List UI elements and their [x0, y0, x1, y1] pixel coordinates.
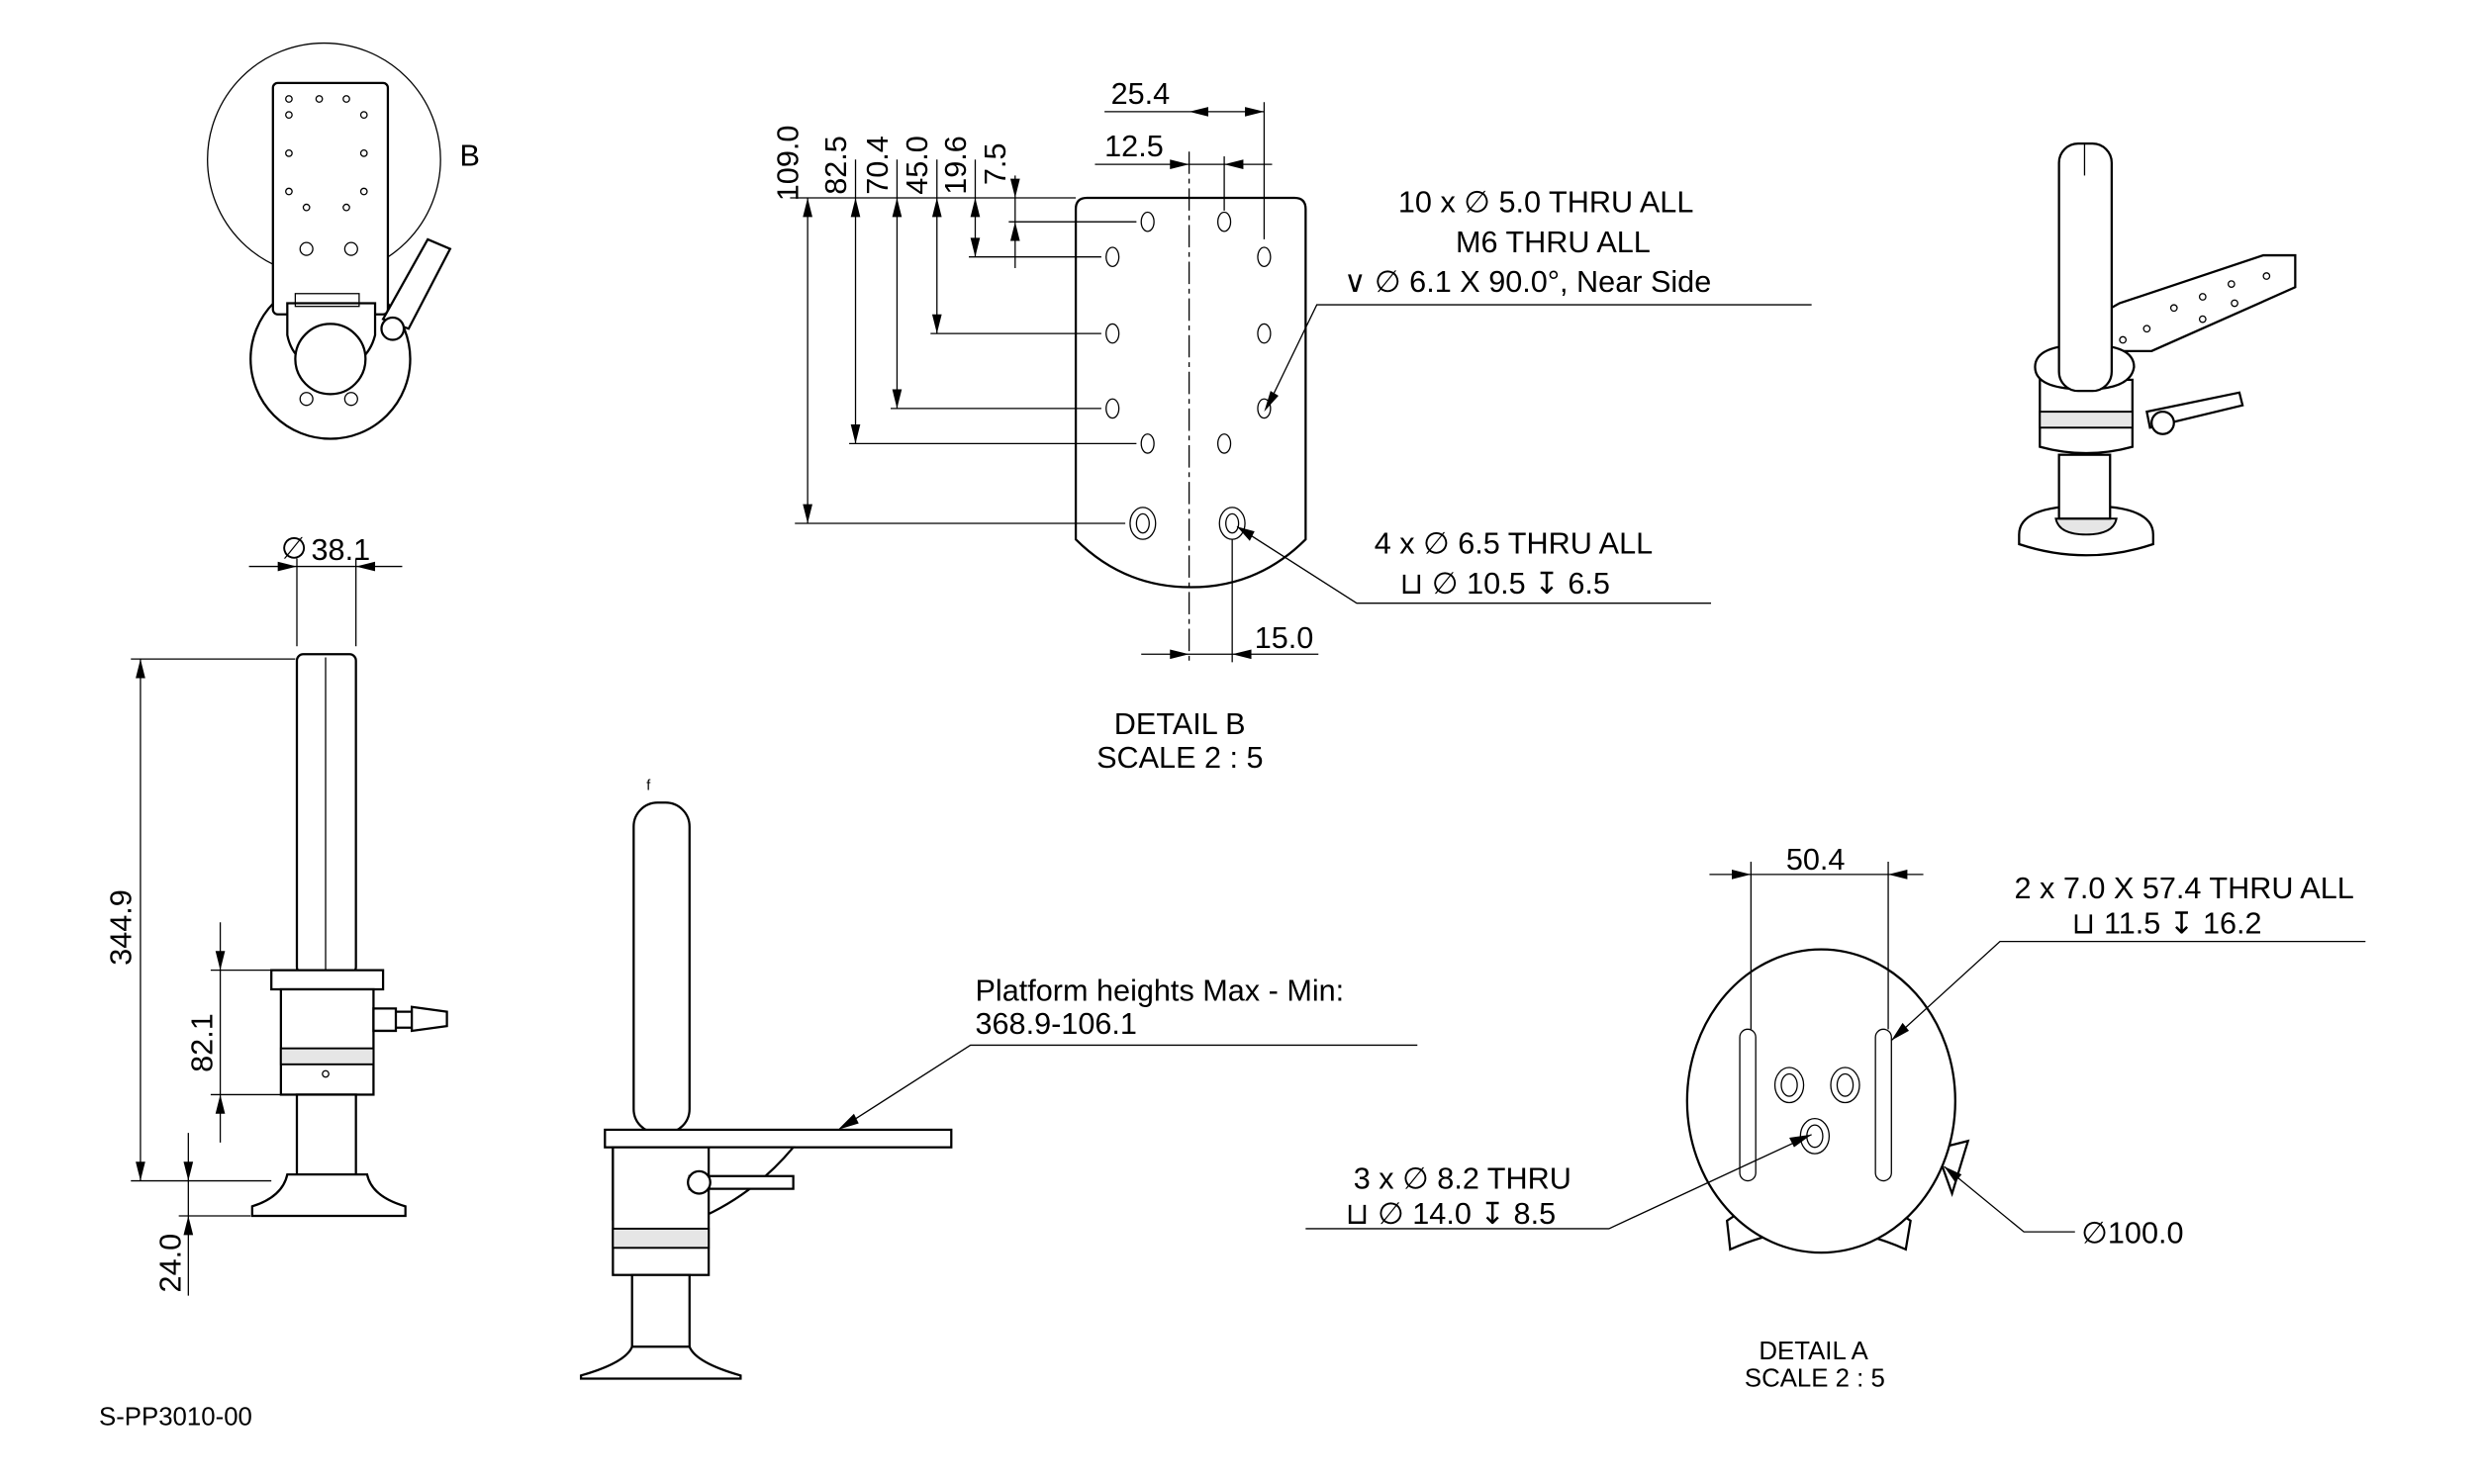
note-line-2: 368.9-106.1: [975, 1007, 1136, 1041]
detail-a-hole-note-2: ⊔ ∅ 14.0 ↧ 8.5: [1346, 1197, 1556, 1231]
dim-24-0: 24.0: [153, 1234, 187, 1293]
detail-b: 109.0 82.5 70.4 45.0 19.6 7.5 25.4 12.5 …: [771, 77, 1812, 775]
cbore-note-2: ⊔ ∅ 10.5 ↧ 6.5: [1400, 567, 1610, 601]
dim-15-0: 15.0: [1255, 621, 1314, 655]
dim-12-5: 12.5: [1104, 130, 1164, 163]
detail-b-title: DETAIL B: [1114, 707, 1246, 741]
hole-note-1: 10 x ∅ 5.0 THRU ALL: [1398, 186, 1693, 220]
dim-82-1: 82.1: [186, 1013, 220, 1072]
hole-note-2: M6 THRU ALL: [1456, 226, 1651, 259]
detail-b-scale: SCALE 2 : 5: [1096, 741, 1264, 775]
detail-a-hole-note-1: 3 x ∅ 8.2 THRU: [1354, 1162, 1571, 1196]
clamp-knob: [372, 1005, 448, 1033]
svg-text:∅: ∅: [281, 532, 308, 566]
dim-82-5: 82.5: [819, 136, 853, 195]
hole-note-3: ∨ ∅ 6.1 X 90.0°, Near Side: [1344, 265, 1711, 299]
dim-344-9: 344.9: [104, 889, 138, 966]
detail-b-label: B: [460, 139, 480, 173]
dim-100-0: ∅100.0: [2081, 1216, 2183, 1250]
slot-note-1: 2 x 7.0 X 57.4 THRU ALL: [2014, 872, 2353, 905]
dim-38-1: 38.1: [312, 533, 371, 567]
dim-7-5: 7.5: [979, 143, 1012, 186]
platform-holes: [285, 95, 368, 256]
drawing-number: S-PP3010-00: [99, 1403, 252, 1431]
dim-19-6: 19.6: [939, 136, 973, 195]
dim-25-4: 25.4: [1111, 77, 1171, 111]
side-view: f: [579, 778, 953, 1380]
dim-50-4: 50.4: [1786, 843, 1846, 877]
dim-70-4: 70.4: [861, 136, 895, 195]
note-line-1: Platform heights Max - Min:: [975, 974, 1344, 1007]
dim-109-0: 109.0: [771, 126, 805, 202]
cbore-note-1: 4 x ∅ 6.5 THRU ALL: [1375, 527, 1653, 561]
svg-text:f: f: [646, 778, 651, 793]
detail-a: 50.4 2 x 7.0 X 57.4 THRU ALL ⊔ 11.5 ↧ 16…: [1305, 843, 2366, 1393]
dim-45-0: 45.0: [901, 136, 934, 195]
top-view: B: [207, 42, 480, 440]
detail-a-scale: SCALE 2 : 5: [1745, 1365, 1885, 1393]
front-view: ∅ 38.1 344.9 82.1 24.0: [104, 532, 448, 1296]
platform-height-note: Platform heights Max - Min: 368.9-106.1: [837, 974, 1418, 1130]
detail-a-title: DETAIL A: [1759, 1338, 1868, 1365]
slot-note-2: ⊔ 11.5 ↧ 16.2: [2072, 907, 2262, 941]
detail-b-holes: [1105, 211, 1272, 540]
isometric-view: [2018, 142, 2297, 557]
